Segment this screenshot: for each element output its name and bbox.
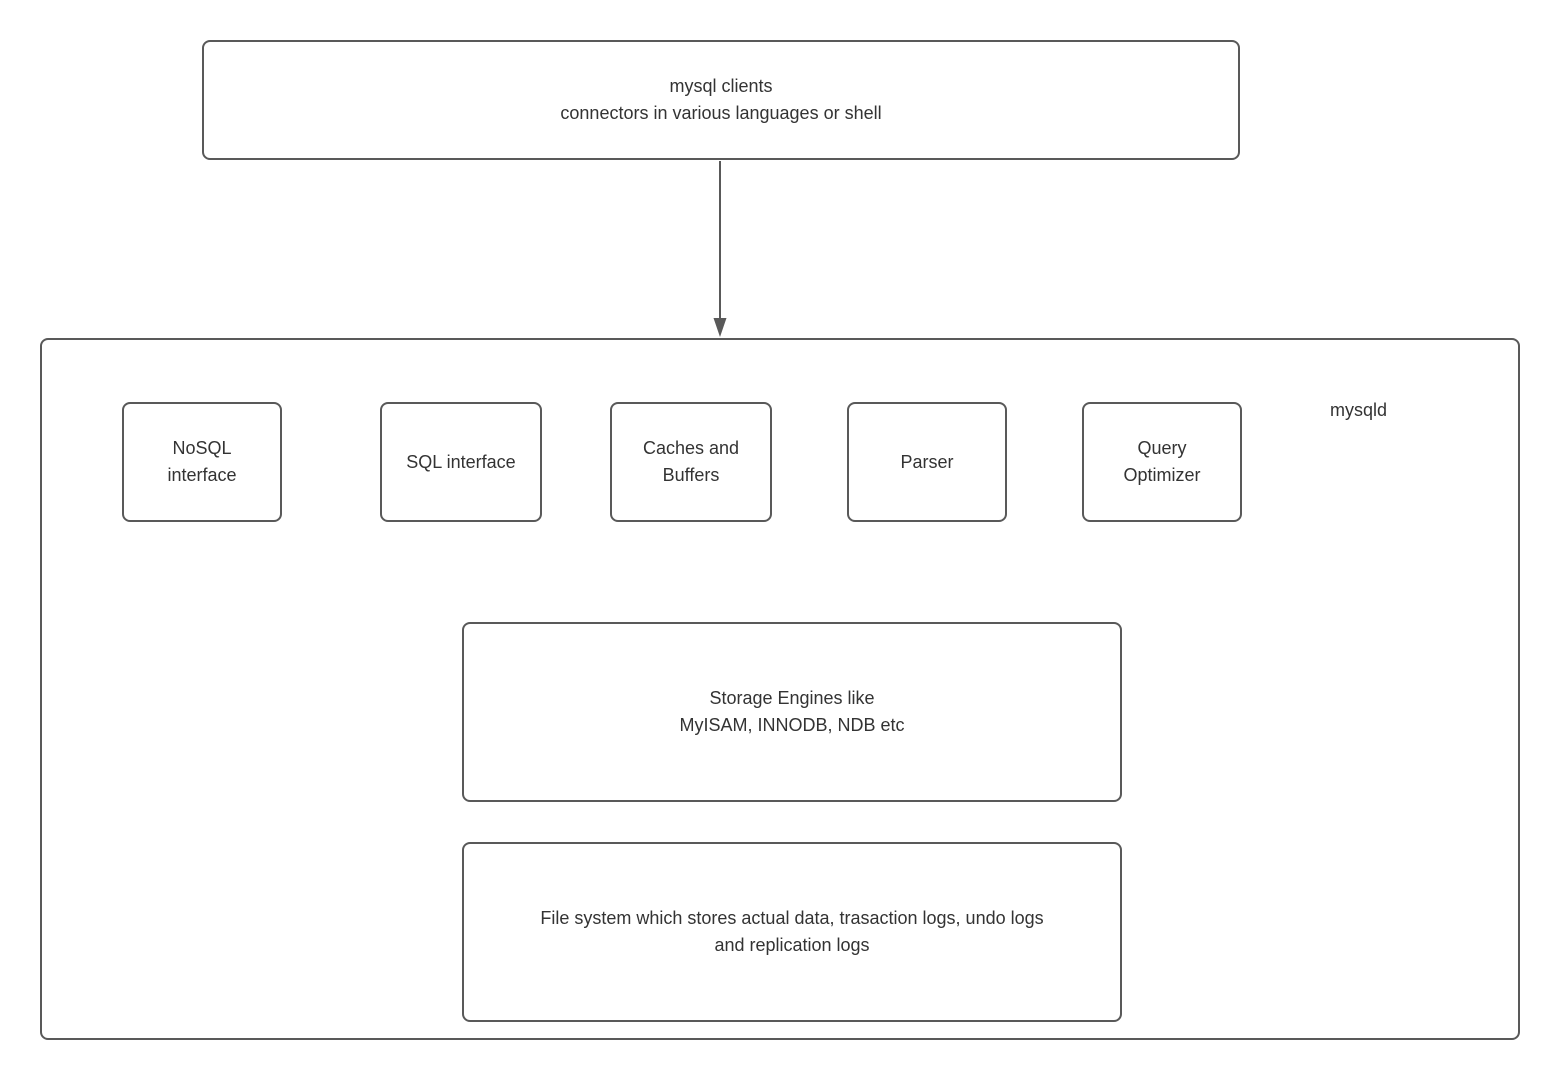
mysqld-container-box: mysqld NoSQL interface SQL interface Cac… xyxy=(40,338,1520,1040)
storage-engines-line1: Storage Engines like xyxy=(709,688,875,708)
clients-box-line1: mysql clients xyxy=(669,76,773,96)
nosql-interface-box: NoSQL interface xyxy=(122,402,282,522)
nosql-interface-line1: NoSQL xyxy=(172,438,232,458)
caches-and-buffers-line1: Caches and xyxy=(642,438,740,458)
caches-and-buffers-line2: Buffers xyxy=(662,465,720,485)
caches-and-buffers-box: Caches and Buffers xyxy=(610,402,772,522)
storage-engines-box: Storage Engines like MyISAM, INNODB, NDB… xyxy=(462,622,1122,802)
parser-box: Parser xyxy=(847,402,1007,522)
query-optimizer-line1: Query xyxy=(1137,438,1187,458)
file-system-box: File system which stores actual data, tr… xyxy=(462,842,1122,1022)
mysql-clients-box: mysql clients connectors in various lang… xyxy=(202,40,1240,160)
parser-line1: Parser xyxy=(900,451,954,472)
storage-engines-line2: MyISAM, INNODB, NDB etc xyxy=(679,715,905,735)
sql-interface-line1: SQL interface xyxy=(406,451,516,472)
nosql-interface-line2: interface xyxy=(167,465,237,485)
clients-box-line2: connectors in various languages or shell xyxy=(560,103,882,123)
file-system-line2: and replication logs xyxy=(714,935,870,955)
down-arrow-connector xyxy=(713,161,727,337)
query-optimizer-box: Query Optimizer xyxy=(1082,402,1242,522)
file-system-line1: File system which stores actual data, tr… xyxy=(540,908,1044,928)
mysqld-label: mysqld xyxy=(1330,400,1388,420)
sql-interface-box: SQL interface xyxy=(380,402,542,522)
query-optimizer-line2: Optimizer xyxy=(1123,465,1201,485)
